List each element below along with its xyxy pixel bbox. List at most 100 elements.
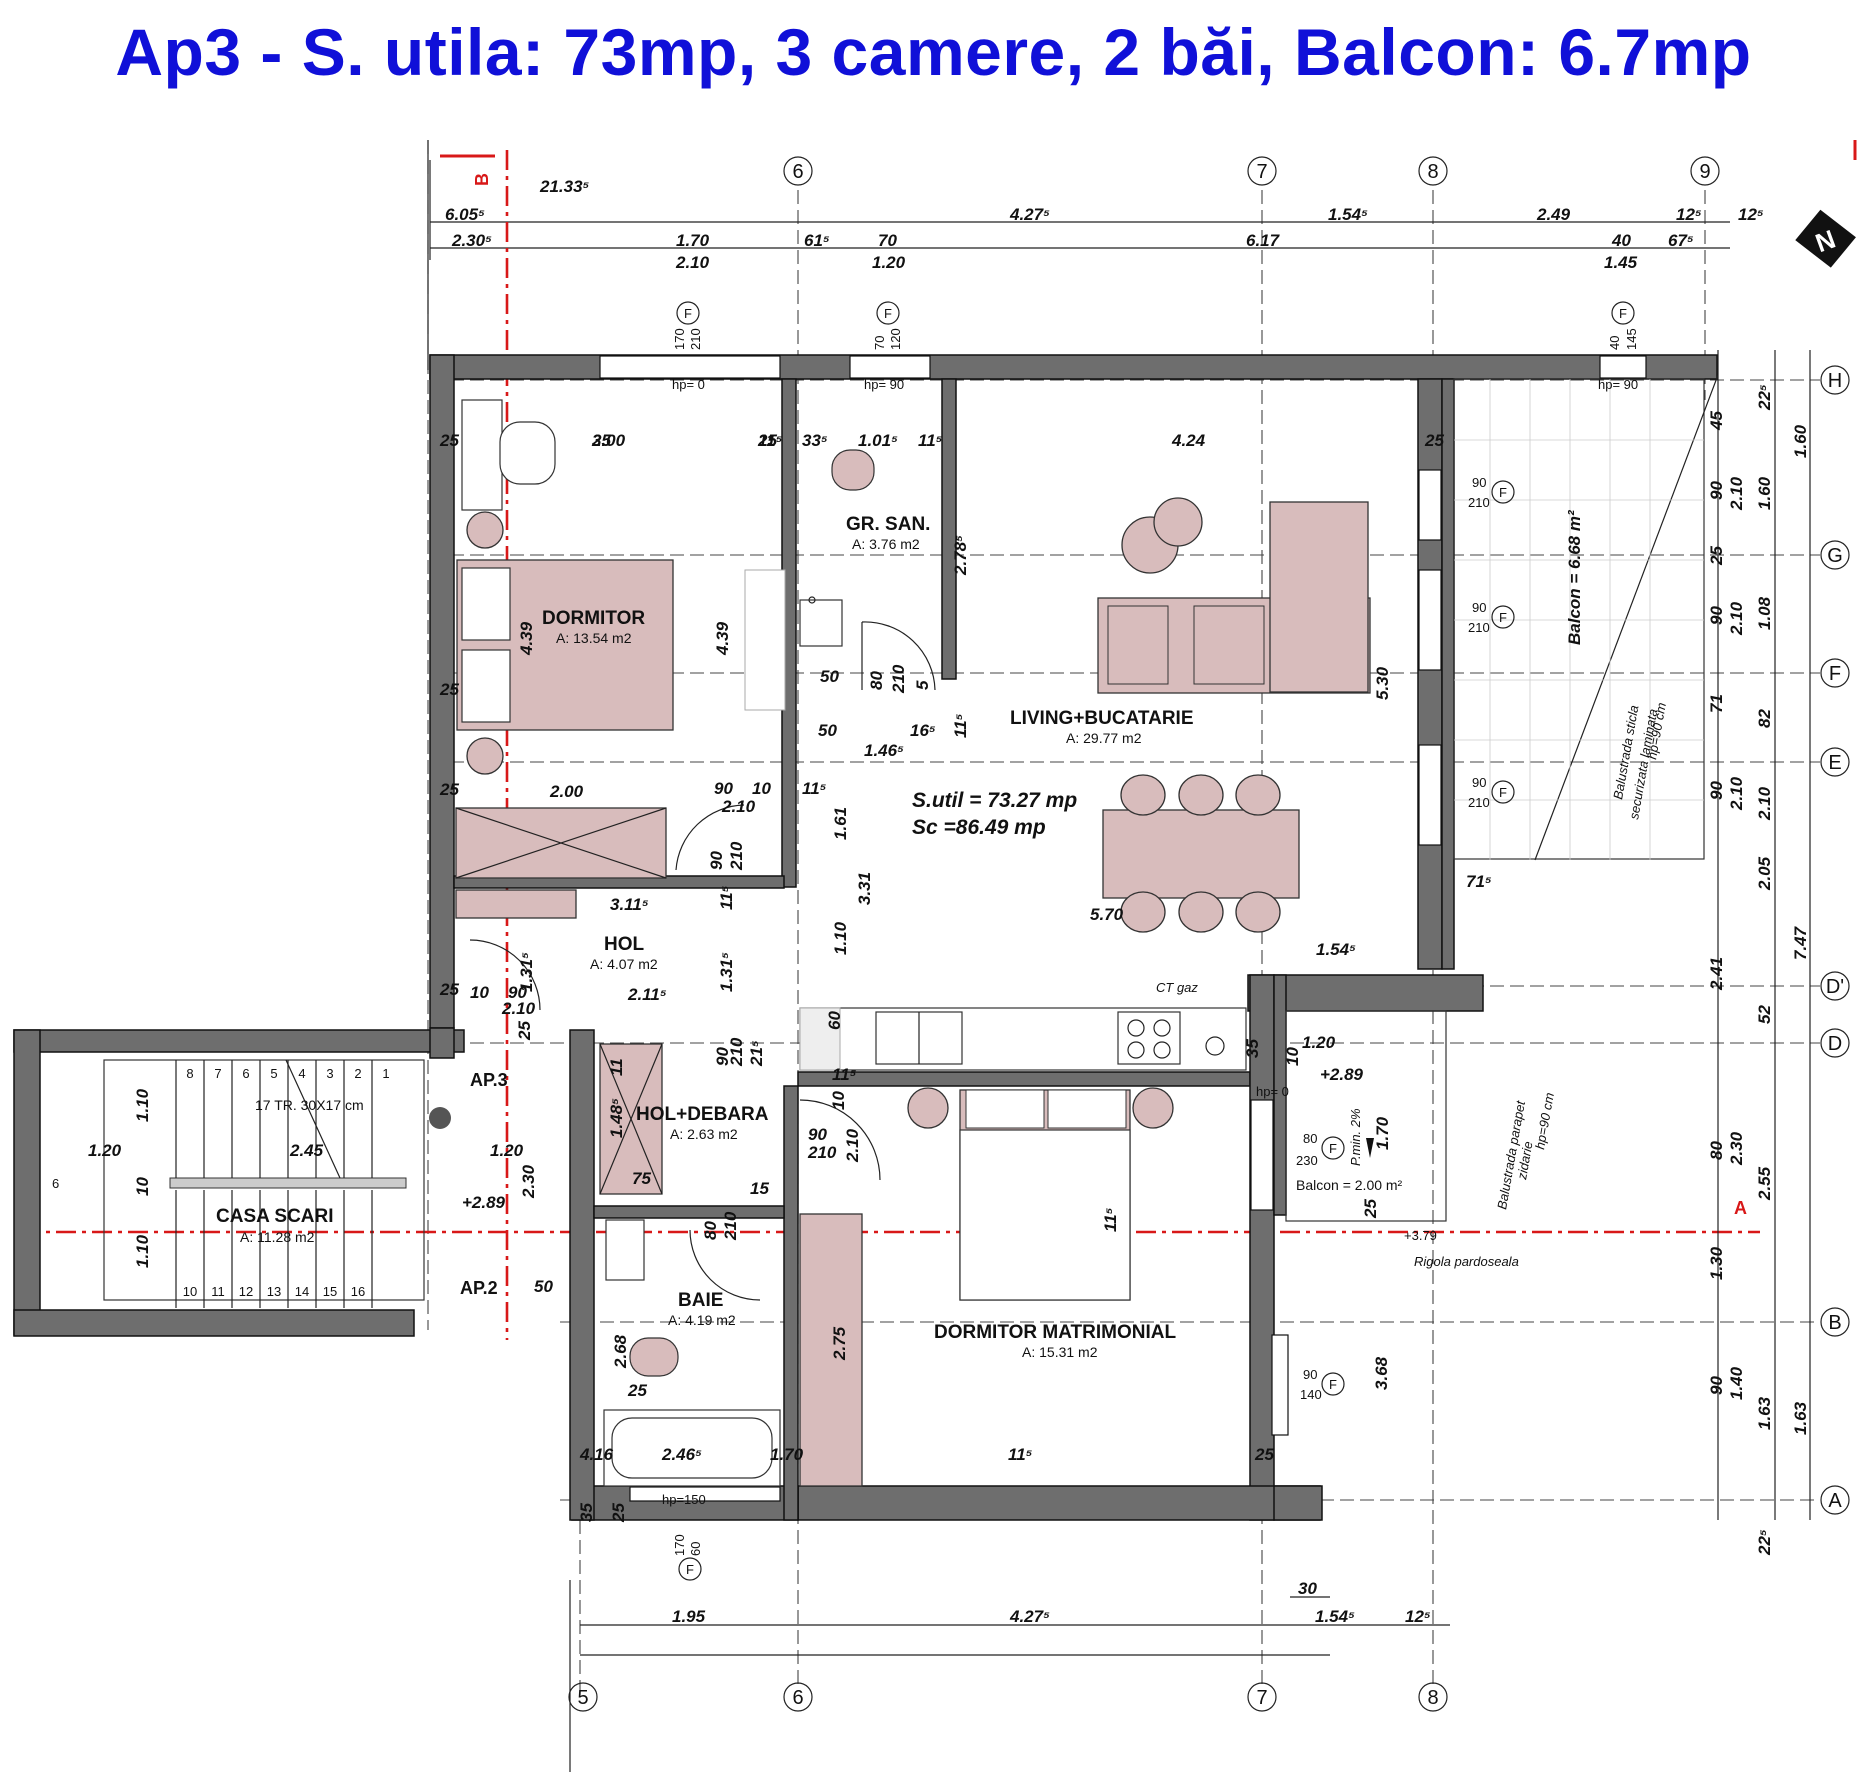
- dining-chair-icon: [1235, 774, 1281, 816]
- axis-8-bottom-label: 8: [1427, 1687, 1438, 1709]
- room-dormitor-mat-area: A: 15.31 m2: [1022, 1344, 1098, 1360]
- interior-dim-51: 90: [808, 1125, 827, 1144]
- interior-dim-74: 35: [577, 1503, 596, 1522]
- interior-dim-37: 1.31⁵: [717, 952, 736, 992]
- room-casa-scari-name: CASA SCARI: [216, 1206, 334, 1227]
- stove-icon: [1117, 1011, 1181, 1065]
- dim-top-3-7: 40: [1611, 231, 1631, 250]
- sofa-cushion-1: [1107, 605, 1169, 685]
- dim-right-1-12: 22⁵: [1755, 1529, 1774, 1556]
- axis-d: [1820, 1028, 1850, 1058]
- interior-dim-0: 3.00: [592, 431, 626, 450]
- coffee-table-icon-2: [1153, 497, 1203, 547]
- dim-right-3-5: 7.47: [1791, 925, 1810, 960]
- dim-top-2-3: 2.49: [1536, 205, 1571, 224]
- toilet-icon: [831, 449, 875, 491]
- dim-right-1-6: 90: [1707, 781, 1726, 800]
- axis-8-top-label: 8: [1427, 161, 1438, 183]
- axis-d-label: D: [1828, 1033, 1842, 1055]
- interior-dim-33: 1.54⁵: [1316, 940, 1356, 959]
- section-lines: B A: [20, 140, 1857, 1340]
- door-swing-bath: [689, 1229, 761, 1301]
- door-swing-hol: [469, 939, 541, 1011]
- interior-dim-77: 25: [591, 431, 611, 450]
- interior-dim-27: 210: [727, 841, 746, 871]
- interior-dim-1: 11⁵: [758, 431, 783, 450]
- hp-label-gr-san: hp= 90: [864, 377, 904, 392]
- interior-dim-55: 1.48⁵: [607, 1098, 626, 1138]
- pillow-icon: [1047, 1089, 1127, 1129]
- room-baie-name: BAIE: [678, 1290, 723, 1311]
- window-tag-5-h: 210: [1468, 620, 1490, 635]
- axis-f: [1820, 658, 1850, 688]
- balcony-level-1: +2.89: [1320, 1065, 1364, 1084]
- bath-sink-icon: [605, 1219, 645, 1281]
- axis-bubbles-bottom: 5 6 7 8: [568, 1682, 1448, 1712]
- room-gr-san-area: A: 3.76 m2: [852, 536, 920, 552]
- dim-right-2-4: 2.30: [1727, 1131, 1746, 1166]
- wall-left: [429, 354, 455, 1029]
- window-tag-3-w: 40: [1607, 336, 1622, 350]
- window-tag-1: F 170 210: [672, 301, 703, 350]
- interior-dim-75: 25: [627, 1381, 647, 1400]
- axis-e-label: E: [1828, 752, 1841, 774]
- window-tag-8-label: F: [1329, 1377, 1337, 1392]
- interior-dim-8: 25: [439, 680, 459, 699]
- dim-right-3-2: 1.08: [1755, 596, 1774, 630]
- step-8: 8: [186, 1066, 193, 1081]
- balcony-main-area: Balcon = 6.68 m²: [1565, 509, 1584, 645]
- room-hol-debara-area: A: 2.63 m2: [670, 1126, 738, 1142]
- interior-dim-44: 25: [515, 1021, 534, 1041]
- interior-dim-11: 4.39: [713, 621, 732, 656]
- step-4: 4: [298, 1066, 305, 1081]
- interior-dim-40: 10: [470, 983, 489, 1002]
- axis-7-bottom: [1247, 1682, 1277, 1712]
- room-hol-name: HOL: [604, 934, 645, 955]
- interior-dim-9: 25: [439, 780, 459, 799]
- top-dimensions: 21.33⁵ 6.05⁵ 4.27⁵ 1.54⁵ 2.49 12⁵ 12⁵ 2.…: [429, 160, 1764, 272]
- sofa-chaise-icon: [1269, 501, 1369, 693]
- interior-dim-23: 10: [752, 779, 771, 798]
- double-bed-mattress-icon: [959, 1129, 1131, 1301]
- window-tag-2-w: 70: [872, 336, 887, 350]
- interior-dim-4: 11⁵: [918, 431, 943, 450]
- window-gr-san: [849, 355, 931, 379]
- wall-right-inner: [1441, 378, 1455, 970]
- interior-dim-14: 80: [867, 671, 886, 690]
- dim-bottom-2-0: 1.95: [672, 1607, 706, 1626]
- window-tag-2-label: F: [884, 306, 892, 321]
- interior-dim-42: 2.10: [501, 999, 536, 1018]
- axis-5-bottom-label: 5: [577, 1687, 588, 1709]
- wall-right-living: [1417, 378, 1443, 970]
- north-arrow-icon: N: [1795, 209, 1856, 268]
- dim-top-2-5: 12⁵: [1738, 205, 1764, 224]
- axis-8-bottom: [1418, 1682, 1448, 1712]
- interior-dim-21: 2.00: [549, 782, 584, 801]
- dim-right-2-2: 2.10: [1727, 776, 1746, 811]
- dim-bottom-1-0: 30: [1298, 1579, 1317, 1598]
- window-tag-9-label: F: [686, 1562, 694, 1577]
- balcony-glass-rail: [1534, 374, 1719, 861]
- window-balcony-top: [1599, 355, 1647, 379]
- stair-outline: [103, 1059, 425, 1301]
- stair-column-icon: [429, 1107, 451, 1129]
- axis-6-bottom: [783, 1682, 813, 1712]
- balcony-small-area: Balcon = 2.00 m²: [1296, 1177, 1403, 1193]
- step-16: 16: [351, 1284, 365, 1299]
- window-tag-3-h: 145: [1624, 328, 1639, 350]
- interior-dim-29: 3.31: [855, 872, 874, 905]
- interior-dim-73: 25: [609, 1503, 628, 1523]
- interior-dim-30: 3.11⁵: [610, 895, 649, 914]
- interior-dim-28: 1.61: [831, 807, 850, 840]
- window-tag-5: F 90 210: [1468, 600, 1515, 635]
- window-tag-7-w: 80: [1303, 1131, 1317, 1146]
- step-11: 11: [211, 1284, 225, 1299]
- dim-top-2-1: 4.27⁵: [1009, 205, 1050, 224]
- window-bedroom: [599, 355, 781, 379]
- interior-dim-57: 75: [632, 1169, 651, 1188]
- interior-dim-46: 210: [727, 1037, 746, 1067]
- room-living-area: A: 29.77 m2: [1066, 730, 1142, 746]
- axis-5-bottom: [568, 1682, 598, 1712]
- dim-right-3-3: 82: [1755, 709, 1774, 728]
- pillow-icon: [461, 567, 511, 641]
